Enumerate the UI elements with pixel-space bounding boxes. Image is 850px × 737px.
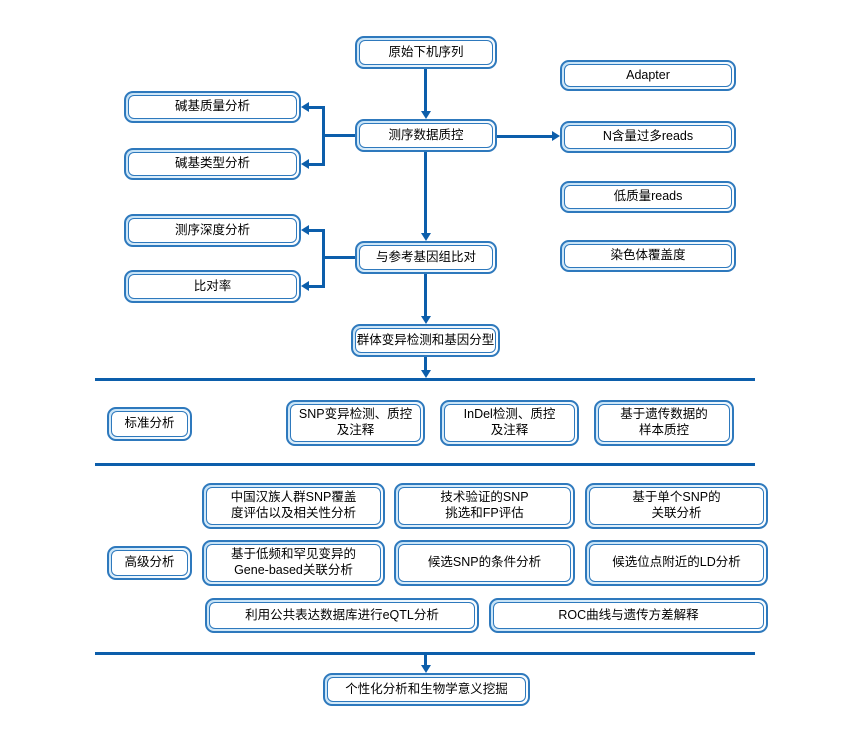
seq-qc-label: 测序数据质控 [388,127,464,142]
flow-node-n-reads: N含量过多reads [560,121,736,153]
connector-qc-left-stub [325,134,355,137]
raw-reads-label: 原始下机序列 [388,44,464,59]
connector-align-left-stub [325,256,355,259]
arrowhead-raw-to-qc [421,111,431,119]
flow-node-align-ref: 与参考基因组比对 [355,241,497,274]
flow-node-map-rate: 比对率 [124,270,301,303]
personalized-label: 个性化分析和生物学意义挖掘 [345,681,508,696]
ld-analysis-label: 候选位点附近的LD分析 [612,555,741,570]
flow-node-low-quality: 低质量reads [560,181,736,213]
n-reads-label: N含量过多reads [602,129,694,144]
arrow-variant-to-standard [424,357,427,370]
flow-node-tech-snp: 技术验证的SNP 挑选和FP评估 [394,483,575,529]
section-divider-1 [95,378,755,381]
arrow-align-to-map-rate [308,285,325,288]
flow-node-seq-qc: 测序数据质控 [355,119,497,152]
arrow-align-to-variant [424,274,427,316]
base-type-label: 碱基类型分析 [174,156,250,171]
sample-qc-label: 基于遗传数据的 样本质控 [620,407,708,437]
arrow-qc-to-n-reads [497,135,552,138]
arrow-raw-to-qc [424,69,427,111]
section-label-standard: 标准分析 [107,407,192,441]
map-rate-label: 比对率 [193,278,232,293]
single-snp-label: 基于单个SNP的 关联分析 [632,490,721,520]
low-quality-label: 低质量reads [613,189,683,204]
chrom-coverage-label: 染色体覆盖度 [610,248,686,263]
align-ref-label: 与参考基因组比对 [375,249,476,264]
flow-node-single-snp: 基于单个SNP的 关联分析 [585,483,768,529]
indel-detect-label: InDel检测、质控 及注释 [463,407,556,437]
flow-node-adapter: Adapter [560,60,736,91]
flow-node-roc: ROC曲线与遗传方差解释 [489,598,768,633]
flow-node-chrom-coverage: 染色体覆盖度 [560,240,736,272]
cond-snp-label: 候选SNP的条件分析 [427,555,542,570]
han-snp-label: 中国汉族人群SNP覆盖 度评估以及相关性分析 [230,490,357,520]
standard-label: 标准分析 [124,416,175,431]
flow-node-personalized: 个性化分析和生物学意义挖掘 [323,673,530,706]
arrowhead-align-to-map-rate [301,281,309,291]
arrowhead-variant-to-standard [421,370,431,378]
flow-node-sample-qc: 基于遗传数据的 样本质控 [594,400,734,446]
flow-node-han-snp: 中国汉族人群SNP覆盖 度评估以及相关性分析 [202,483,385,529]
connector-qc-left-branch [322,106,325,166]
flow-node-base-quality: 碱基质量分析 [124,91,301,123]
tech-snp-label: 技术验证的SNP 挑选和FP评估 [440,490,529,520]
eqtl-label: 利用公共表达数据库进行eQTL分析 [245,607,439,622]
flow-node-snp-detect: SNP变异检测、质控 及注释 [286,400,425,446]
arrowhead-to-personalized [421,665,431,673]
flow-node-gene-based: 基于低频和罕见变异的 Gene-based关联分析 [202,540,385,586]
section-divider-3 [95,652,755,655]
arrow-qc-to-base-type [308,163,325,166]
section-divider-2 [95,463,755,466]
snp-detect-label: SNP变异检测、质控 及注释 [298,407,413,437]
arrow-align-to-depth [308,229,325,232]
advanced-label: 高级分析 [124,555,175,570]
arrowhead-qc-to-base-type [301,159,309,169]
adapter-label: Adapter [626,67,670,82]
roc-label: ROC曲线与遗传方差解释 [558,607,699,622]
arrowhead-qc-to-base-quality [301,102,309,112]
arrow-qc-to-base-quality [308,106,325,109]
arrowhead-align-to-variant [421,316,431,324]
flow-node-cond-snp: 候选SNP的条件分析 [394,540,575,586]
flow-node-pop-variant: 群体变异检测和基因分型 [351,324,500,357]
arrowhead-qc-to-n-reads [552,131,560,141]
depth-label: 测序深度分析 [174,222,250,237]
flow-node-depth: 测序深度分析 [124,214,301,247]
arrowhead-qc-to-align [421,233,431,241]
base-quality-label: 碱基质量分析 [174,99,250,114]
pop-variant-label: 群体变异检测和基因分型 [356,332,495,347]
flow-node-ld-analysis: 候选位点附近的LD分析 [585,540,768,586]
arrow-to-personalized [424,655,427,665]
flow-node-eqtl: 利用公共表达数据库进行eQTL分析 [205,598,479,633]
flow-node-raw-reads: 原始下机序列 [355,36,497,69]
gene-based-label: 基于低频和罕见变异的 Gene-based关联分析 [230,547,356,577]
arrow-qc-to-align [424,152,427,233]
connector-align-left-branch [322,229,325,288]
flow-node-base-type: 碱基类型分析 [124,148,301,180]
section-label-advanced: 高级分析 [107,546,192,580]
arrowhead-align-to-depth [301,225,309,235]
flow-node-indel-detect: InDel检测、质控 及注释 [440,400,579,446]
